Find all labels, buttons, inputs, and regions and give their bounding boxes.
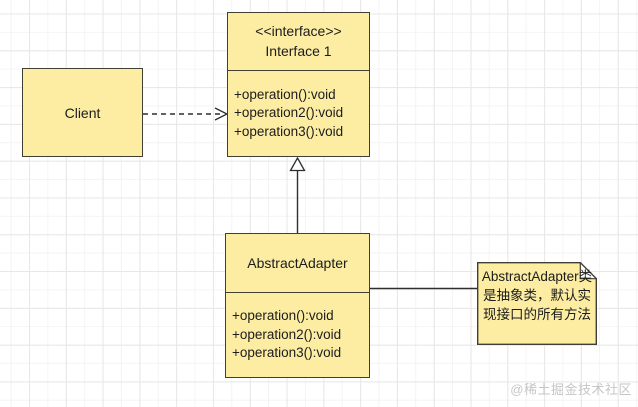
generalization-arrow <box>289 156 306 233</box>
stereotype-label: <<interface>> <box>255 23 342 40</box>
class-name: Client <box>64 104 101 121</box>
operation-item: +operation3():void <box>232 345 342 360</box>
class-abstract-adapter-title: AbstractAdapter <box>226 234 369 293</box>
class-interface1: <<interface>> Interface 1 +operation():v… <box>227 12 370 157</box>
operation-item: +operation2():void <box>234 105 344 120</box>
class-name: AbstractAdapter <box>247 254 348 271</box>
note-fold-corner <box>579 262 597 280</box>
uml-note: AbstractAdapter类是抽象类，默认实现接口的所有方法 <box>477 262 597 345</box>
dependency-arrow <box>143 107 229 121</box>
operation-item: +operation2():void <box>232 326 342 342</box>
class-abstract-adapter: AbstractAdapter +operation():void +opera… <box>225 233 370 378</box>
class-name: Interface 1 <box>265 43 332 60</box>
class-interface1-operations: +operation():void +operation2():void +op… <box>228 71 369 157</box>
operation-item: +operation():void <box>234 86 336 102</box>
note-text: AbstractAdapter类是抽象类，默认实现接口的所有方法 <box>481 269 593 322</box>
class-interface1-title: <<interface>> Interface 1 <box>228 13 369 71</box>
operation-item: +operation():void <box>232 308 334 323</box>
note-shape <box>477 262 597 345</box>
class-abstract-adapter-operations: +operation():void +operation2():void +op… <box>226 293 369 378</box>
class-client-title: Client <box>23 69 142 156</box>
operation-item: +operation3():void <box>234 123 344 139</box>
watermark: @稀土掘金技术社区 <box>510 382 632 397</box>
class-client: Client <box>22 68 143 157</box>
